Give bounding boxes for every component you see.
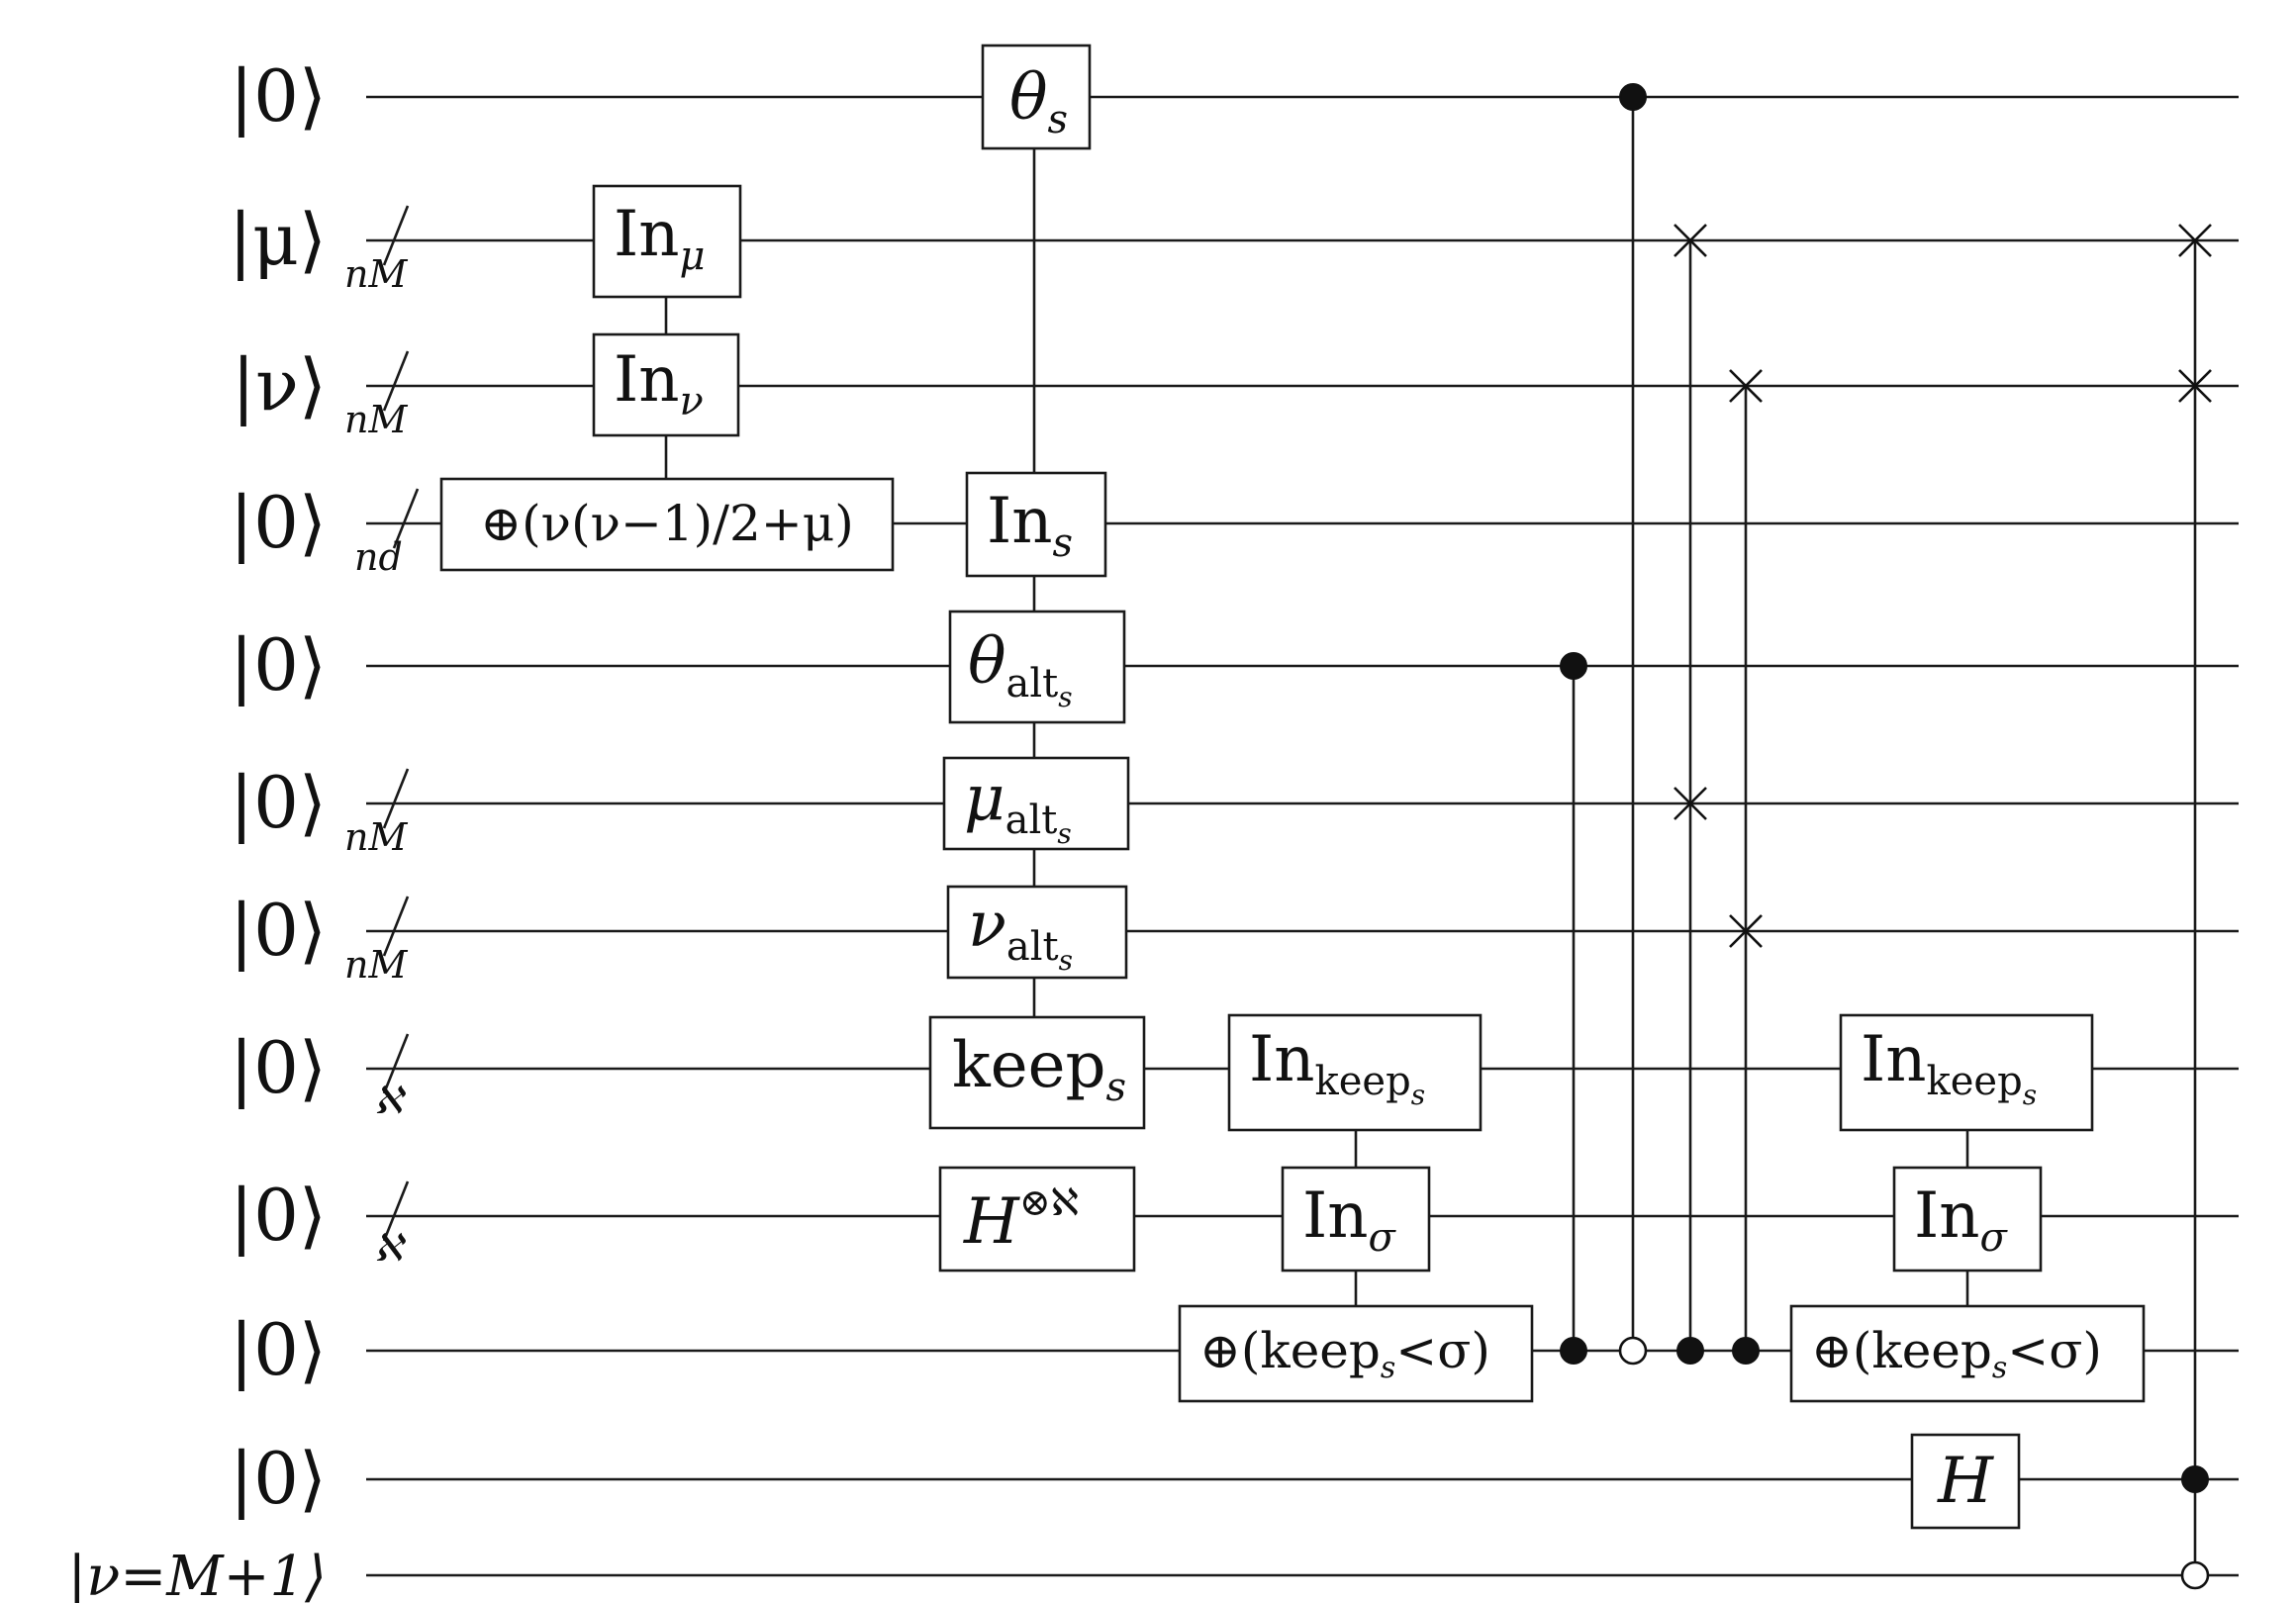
svg-text:θs: θs xyxy=(1009,61,1068,142)
gate-compare-1: ⊕(keeps<σ) xyxy=(1178,1304,1534,1403)
ket-2: |ν⟩ xyxy=(232,343,327,426)
svg-text:Inν: Inν xyxy=(614,343,704,424)
slash-3 xyxy=(392,488,420,549)
gate-compare-2: ⊕(keeps<σ) xyxy=(1789,1304,2146,1403)
gate-theta-s: θs xyxy=(981,44,1092,150)
gate-in-keep-1: Inkeeps xyxy=(1227,1013,1483,1132)
ket-7: |0⟩ xyxy=(230,1026,327,1109)
svg-text:μalts: μalts xyxy=(964,762,1072,850)
svg-text:Inσ: Inσ xyxy=(1914,1179,2009,1261)
control-dot-theta-s xyxy=(1619,83,1647,111)
slash-6 xyxy=(382,896,410,957)
svg-text:⊕(keeps<σ): ⊕(keeps<σ) xyxy=(1199,1322,1490,1385)
slash-7 xyxy=(382,1033,410,1094)
gate-hadamard: H xyxy=(1910,1433,2021,1530)
svg-text:keeps: keeps xyxy=(952,1029,1126,1110)
size-label-3: nd xyxy=(354,535,403,579)
swap-cross-final-mu xyxy=(2178,224,2212,257)
svg-text:θalts: θalts xyxy=(968,625,1073,713)
ket-6: |0⟩ xyxy=(230,889,327,972)
svg-text:Inμ: Inμ xyxy=(614,198,706,279)
gate-in-sigma-2: Inσ xyxy=(1892,1166,2043,1273)
slash-1 xyxy=(382,205,410,266)
ket-0: |0⟩ xyxy=(230,54,327,138)
swap-cross-mu-1 xyxy=(1674,224,1707,257)
register-slashes: nM nM nd nM nM ℵ ℵ xyxy=(344,205,420,1270)
svg-text:H: H xyxy=(1937,1445,1994,1518)
gate-in-s: Ins xyxy=(965,471,1107,578)
size-label-7: ℵ xyxy=(374,1079,407,1122)
slash-5 xyxy=(382,768,410,829)
slash-2 xyxy=(382,350,410,412)
size-label-8: ℵ xyxy=(374,1226,407,1270)
svg-text:⊕(ν(ν−1)/2+μ): ⊕(ν(ν−1)/2+μ) xyxy=(480,495,853,552)
connectors xyxy=(664,97,2197,1575)
swap-cross-nu-alt xyxy=(1729,914,1763,948)
gate-oplus-index: ⊕(ν(ν−1)/2+μ) xyxy=(439,477,895,572)
size-label-1: nM xyxy=(344,252,408,296)
svg-text:H⊗ℵ: H⊗ℵ xyxy=(963,1180,1079,1259)
size-label-6: nM xyxy=(344,943,408,987)
svg-text:⊕(keeps<σ): ⊕(keeps<σ) xyxy=(1811,1322,2102,1385)
svg-text:Inkeeps: Inkeeps xyxy=(1249,1023,1425,1111)
svg-text:Inσ: Inσ xyxy=(1302,1179,1397,1261)
gates: θs Inμ Inν ⊕(ν(ν−1)/2+μ) Ins θalts xyxy=(439,44,2146,1530)
control-dot-flag-d xyxy=(1732,1337,1760,1365)
control-dot-final-open xyxy=(2180,1560,2210,1590)
size-label-5: nM xyxy=(344,815,408,859)
control-dot-flag-c xyxy=(1676,1337,1704,1365)
gate-nu-alt-s: νalts xyxy=(946,885,1128,980)
ket-10: |0⟩ xyxy=(230,1437,327,1520)
gate-in-nu: Inν xyxy=(592,332,740,437)
svg-text:Inkeeps: Inkeeps xyxy=(1861,1023,2037,1111)
swap-cross-nu-1 xyxy=(1729,369,1763,403)
size-label-2: nM xyxy=(344,398,408,441)
control-dot-flag-b xyxy=(1618,1336,1648,1366)
gate-hadamard-tensor: H⊗ℵ xyxy=(938,1166,1136,1273)
control-dot-final xyxy=(2181,1465,2209,1493)
gate-theta-alt-s: θalts xyxy=(948,610,1126,724)
swap-targets xyxy=(1674,224,2212,948)
gate-in-mu: Inμ xyxy=(592,184,742,299)
ket-8: |0⟩ xyxy=(230,1174,327,1257)
controls xyxy=(1560,83,2210,1590)
ket-11: |ν=M+1⟩ xyxy=(67,1545,327,1603)
control-dot-theta-alt xyxy=(1560,652,1587,680)
svg-text:Ins: Ins xyxy=(987,485,1073,566)
ket-9: |0⟩ xyxy=(230,1308,327,1391)
gate-in-keep-2: Inkeeps xyxy=(1839,1013,2094,1132)
ket-4: |0⟩ xyxy=(230,623,327,707)
svg-text:νalts: νalts xyxy=(968,889,1073,977)
input-kets: |0⟩ |μ⟩ |ν⟩ |0⟩ |0⟩ |0⟩ |0⟩ |0⟩ |0⟩ |0⟩ … xyxy=(67,54,327,1603)
ket-5: |0⟩ xyxy=(230,761,327,844)
slash-8 xyxy=(382,1180,410,1242)
control-dot-flag-a xyxy=(1560,1337,1587,1365)
gate-mu-alt-s: μalts xyxy=(942,756,1130,851)
ket-3: |0⟩ xyxy=(230,481,327,564)
ket-1: |μ⟩ xyxy=(229,198,327,281)
swap-cross-final-nu xyxy=(2178,369,2212,403)
swap-cross-mu-alt xyxy=(1674,787,1707,820)
gate-in-sigma-1: Inσ xyxy=(1281,1166,1431,1273)
gate-keep-s: keeps xyxy=(928,1015,1146,1130)
